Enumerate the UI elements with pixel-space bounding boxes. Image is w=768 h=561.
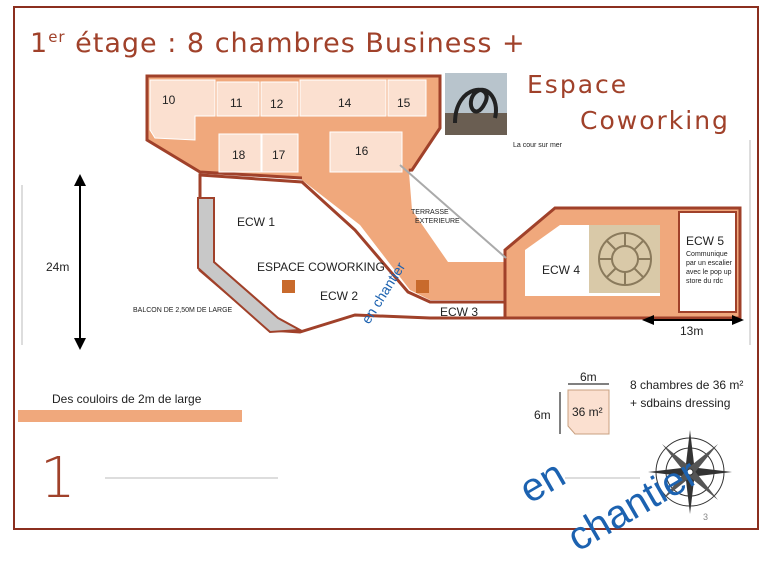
room-15-label: 15 xyxy=(397,96,411,110)
floor-number: 1 xyxy=(40,446,76,511)
height-dimension: 24m xyxy=(46,260,70,274)
ecw5-label: ECW 5 xyxy=(686,234,725,248)
balcony-label: BALCON DE 2,50M DE LARGE xyxy=(133,307,233,314)
room-legend-line-1: 8 chambres de 36 m² xyxy=(630,378,744,392)
terrace-edge xyxy=(399,164,507,259)
room-16 xyxy=(329,131,403,173)
room-area-label: 36 m² xyxy=(572,405,603,419)
espace-coworking-label: ESPACE COWORKING xyxy=(257,260,385,274)
terrace-label-2: EXTERIEURE xyxy=(415,218,460,225)
room-legend-square xyxy=(567,389,610,435)
floor-plan xyxy=(18,74,751,514)
room-10 xyxy=(149,79,216,141)
page-subtitle-line-2: Coworking xyxy=(580,106,730,135)
ecw5-room xyxy=(678,211,737,313)
ecw4-label: ECW 4 xyxy=(542,263,581,277)
pillar xyxy=(282,280,295,293)
room-18-label: 18 xyxy=(232,148,246,162)
room-10-label: 10 xyxy=(162,93,176,107)
page-frame xyxy=(13,6,759,530)
room-14 xyxy=(299,79,387,117)
room-17-label: 17 xyxy=(272,148,286,162)
scale-ruler xyxy=(21,140,751,479)
ecw5-description: Communique par un escalier avec le pop u… xyxy=(686,251,732,285)
width-dimension: 13m xyxy=(680,324,704,338)
room-15 xyxy=(387,79,427,117)
cour-label: La cour sur mer xyxy=(513,142,563,149)
ecw2-label: ECW 2 xyxy=(320,289,359,303)
room-17 xyxy=(261,133,299,173)
ecw3-label: ECW 3 xyxy=(440,305,479,319)
room-14-label: 14 xyxy=(338,96,352,110)
spiral-staircase-photo xyxy=(589,225,660,293)
double-arrow-vertical-icon xyxy=(74,174,86,350)
corridor-legend-label: Des couloirs de 2m de large xyxy=(52,392,202,406)
page-number: 3 xyxy=(703,512,709,522)
room-width-dimension: 6m xyxy=(580,370,597,384)
room-18 xyxy=(218,133,262,173)
room-12 xyxy=(260,81,299,117)
pillar xyxy=(416,280,429,293)
room-11-label: 11 xyxy=(230,96,243,110)
room-height-dimension: 6m xyxy=(534,408,551,422)
room-16-label: 16 xyxy=(355,144,369,158)
page-subtitle-line-1: Espace xyxy=(527,70,629,99)
corridor-legend-bar xyxy=(18,410,242,422)
terrace-label-1: TERRASSE xyxy=(411,209,449,216)
room-12-label: 12 xyxy=(270,97,284,111)
stair-sculpture-photo xyxy=(445,73,507,135)
page-title: 1er étage : 8 chambres Business + xyxy=(30,28,526,59)
double-arrow-horizontal-icon xyxy=(642,315,744,325)
room-11 xyxy=(216,81,260,117)
compass-rose-icon xyxy=(648,430,732,514)
central-corridor xyxy=(302,110,515,300)
ecw1-label: ECW 1 xyxy=(237,215,276,229)
room-legend-line-2: + sdbains dressing xyxy=(630,396,731,410)
balcony xyxy=(197,197,304,334)
